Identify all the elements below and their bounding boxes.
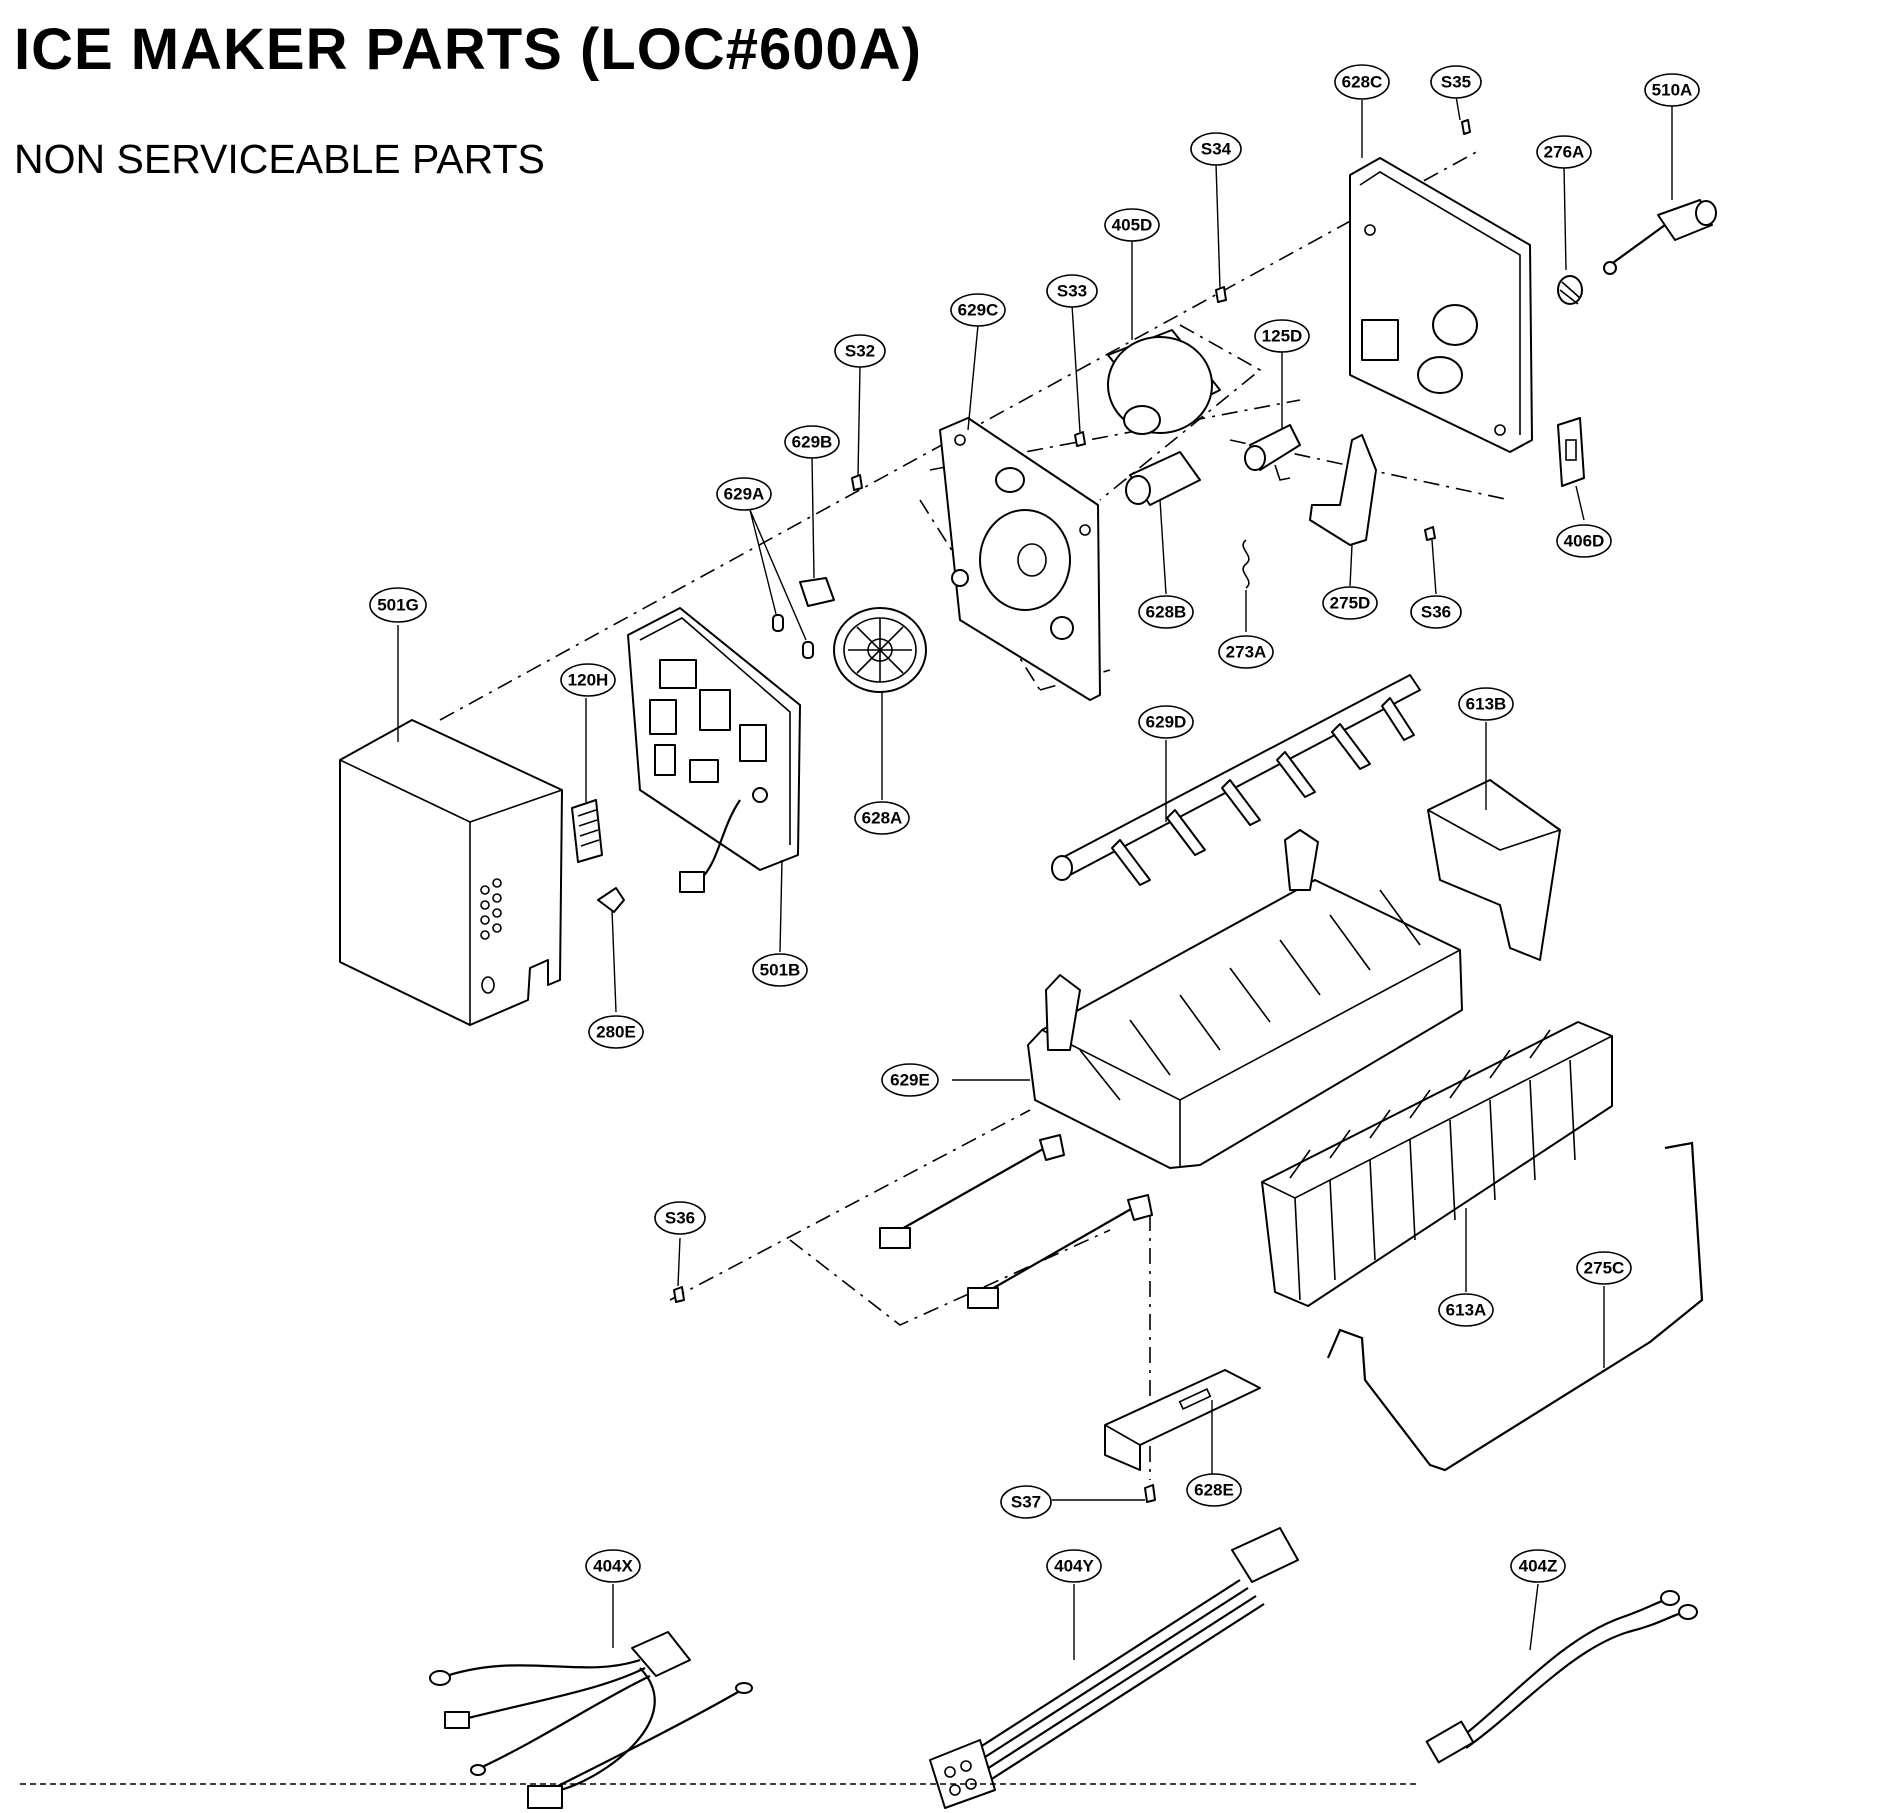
svg-text:S35: S35 bbox=[1441, 73, 1471, 92]
svg-text:S36: S36 bbox=[665, 1209, 695, 1228]
cover-vent-dots bbox=[480, 878, 502, 994]
part-273a-spring bbox=[1242, 539, 1250, 589]
callout-404z: 404Z bbox=[1510, 1549, 1566, 1583]
callout-629a: 629A bbox=[716, 477, 772, 511]
part-613a-stripper bbox=[1261, 1021, 1613, 1307]
part-275d-lever bbox=[1309, 434, 1377, 546]
callout-628e: 628E bbox=[1186, 1473, 1242, 1507]
callout-s33: S33 bbox=[1046, 274, 1098, 308]
part-405d-motor bbox=[1107, 329, 1221, 435]
part-276a-spring bbox=[1557, 275, 1583, 305]
callout-613a: 613A bbox=[1438, 1293, 1494, 1327]
callout-275d: 275D bbox=[1322, 586, 1378, 620]
callout-273a: 273A bbox=[1218, 635, 1274, 669]
callout-s36-bottom: S36 bbox=[654, 1201, 706, 1235]
svg-text:405D: 405D bbox=[1112, 216, 1153, 235]
page-title: ICE MAKER PARTS (LOC#600A) bbox=[14, 17, 922, 82]
svg-text:628C: 628C bbox=[1342, 73, 1383, 92]
svg-text:613A: 613A bbox=[1446, 1301, 1487, 1320]
part-510a-sensor bbox=[1603, 199, 1717, 275]
part-629e-mold-tray bbox=[879, 829, 1463, 1309]
svg-text:273A: 273A bbox=[1226, 643, 1267, 662]
svg-text:120H: 120H bbox=[568, 671, 609, 690]
callout-125d: 125D bbox=[1254, 319, 1310, 353]
part-629a-pins bbox=[772, 614, 814, 659]
svg-text:501G: 501G bbox=[377, 596, 419, 615]
callout-120h: 120H bbox=[560, 663, 616, 697]
part-628e-bracket bbox=[1104, 1369, 1261, 1471]
part-404y-harness bbox=[929, 1527, 1299, 1809]
callout-276a: 276A bbox=[1536, 135, 1592, 169]
svg-text:629C: 629C bbox=[958, 301, 999, 320]
svg-text:125D: 125D bbox=[1262, 327, 1303, 346]
part-501b-control-board bbox=[627, 607, 801, 893]
part-404z-harness bbox=[1425, 1590, 1698, 1764]
screws bbox=[673, 119, 1471, 1503]
svg-text:510A: 510A bbox=[1652, 81, 1693, 100]
part-629d-ejector-shaft bbox=[1051, 674, 1421, 886]
svg-text:628E: 628E bbox=[1194, 1481, 1234, 1500]
part-629c-housing-plate bbox=[939, 417, 1101, 701]
callout-629d: 629D bbox=[1138, 705, 1194, 739]
svg-text:613B: 613B bbox=[1466, 695, 1507, 714]
leader-lines bbox=[397, 95, 1673, 1660]
part-280e bbox=[597, 887, 625, 913]
svg-text:404Z: 404Z bbox=[1519, 1557, 1558, 1576]
svg-text:404Y: 404Y bbox=[1054, 1557, 1094, 1576]
callout-628a: 628A bbox=[854, 801, 910, 835]
part-501g-cover bbox=[339, 719, 563, 1026]
callout-404y: 404Y bbox=[1046, 1549, 1102, 1583]
svg-text:628A: 628A bbox=[862, 809, 903, 828]
callout-501b: 501B bbox=[752, 953, 808, 987]
callout-501g: 501G bbox=[369, 587, 427, 623]
callout-406d: 406D bbox=[1556, 524, 1612, 558]
callout-s32: S32 bbox=[834, 334, 886, 368]
svg-text:501B: 501B bbox=[760, 961, 801, 980]
svg-text:S37: S37 bbox=[1011, 1493, 1041, 1512]
callout-613b: 613B bbox=[1458, 687, 1514, 721]
svg-text:404X: 404X bbox=[593, 1557, 633, 1576]
svg-text:629D: 629D bbox=[1146, 713, 1187, 732]
part-404x-harness bbox=[429, 1631, 753, 1809]
callout-629e: 629E bbox=[881, 1063, 939, 1097]
part-628a-gear bbox=[833, 607, 927, 693]
svg-text:629E: 629E bbox=[890, 1071, 930, 1090]
part-613b-cover bbox=[1427, 779, 1561, 961]
svg-text:276A: 276A bbox=[1544, 143, 1585, 162]
part-120h bbox=[571, 799, 603, 863]
svg-text:275C: 275C bbox=[1584, 1259, 1625, 1278]
part-275c-bail-wire bbox=[1326, 1141, 1704, 1472]
part-629b-bushing bbox=[799, 577, 835, 607]
callout-628b: 628B bbox=[1138, 595, 1194, 629]
part-628c-back-housing bbox=[1349, 157, 1533, 453]
callout-405d: 405D bbox=[1104, 208, 1160, 242]
callout-628c: 628C bbox=[1334, 64, 1390, 100]
callout-s37: S37 bbox=[1000, 1485, 1052, 1519]
svg-text:629B: 629B bbox=[792, 433, 833, 452]
svg-text:629A: 629A bbox=[724, 485, 765, 504]
svg-text:280E: 280E bbox=[596, 1023, 636, 1042]
callout-280e: 280E bbox=[588, 1015, 644, 1049]
svg-text:628B: 628B bbox=[1146, 603, 1187, 622]
part-406d-switch bbox=[1557, 417, 1585, 487]
svg-text:275D: 275D bbox=[1330, 594, 1371, 613]
callout-s35: S35 bbox=[1430, 65, 1482, 99]
callout-s36-top: S36 bbox=[1410, 595, 1462, 629]
page-subtitle: NON SERVICEABLE PARTS bbox=[14, 136, 545, 182]
callout-510a: 510A bbox=[1644, 73, 1700, 107]
svg-text:S36: S36 bbox=[1421, 603, 1451, 622]
part-628b-cam bbox=[1125, 451, 1201, 506]
svg-text:S32: S32 bbox=[845, 342, 875, 361]
part-125d-switch bbox=[1244, 424, 1301, 481]
callout-629c: 629C bbox=[950, 293, 1006, 327]
svg-text:S34: S34 bbox=[1201, 140, 1232, 159]
svg-text:406D: 406D bbox=[1564, 532, 1605, 551]
callout-629b: 629B bbox=[784, 425, 840, 459]
callout-275c: 275C bbox=[1576, 1251, 1632, 1285]
callout-404x: 404X bbox=[585, 1549, 641, 1583]
callout-s34: S34 bbox=[1190, 132, 1242, 166]
svg-text:S33: S33 bbox=[1057, 282, 1087, 301]
